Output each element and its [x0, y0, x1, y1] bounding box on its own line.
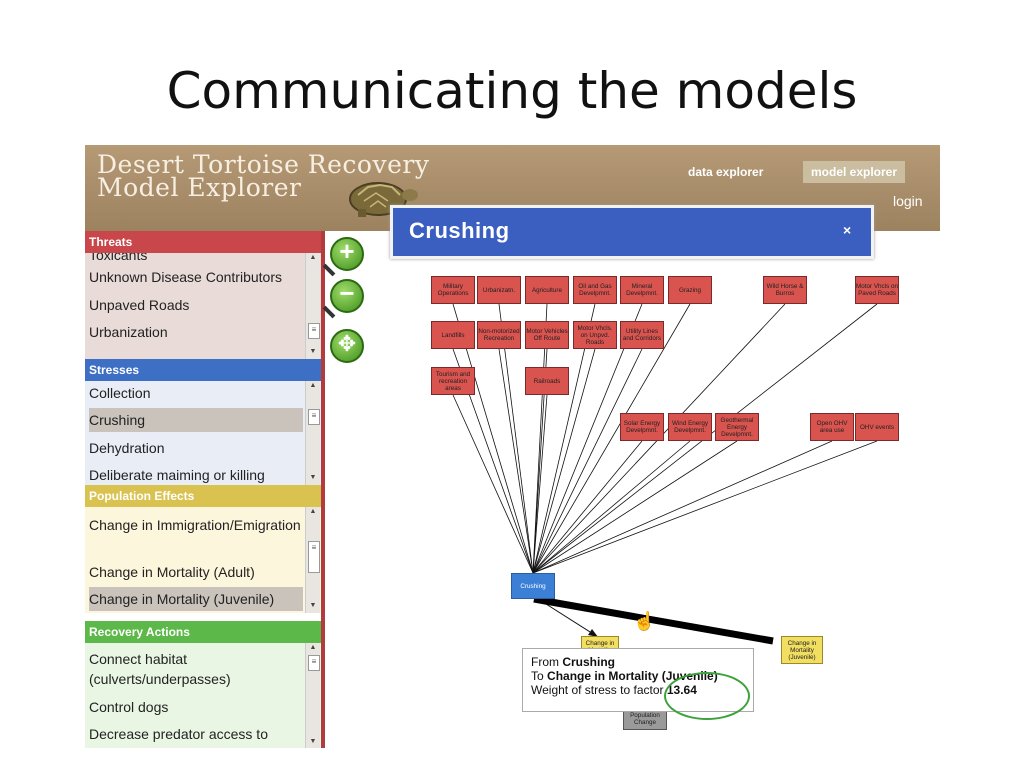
- threat-node[interactable]: Geothermal Energy Develpmnt.: [715, 413, 759, 441]
- list-item[interactable]: Control dogs: [89, 699, 169, 715]
- sidebar: Threats Toxicants Unknown Disease Contri…: [85, 231, 325, 748]
- recovery-actions-list: Connect habitat (culverts/underpasses) C…: [85, 643, 321, 748]
- population-effects-header[interactable]: Population Effects: [85, 485, 321, 507]
- scroll-down-icon[interactable]: ▼: [309, 738, 317, 745]
- threats-scrollbar[interactable]: ▲ ≡ ▼: [305, 253, 320, 359]
- list-item[interactable]: Deliberate maiming or killing: [89, 467, 265, 483]
- stress-node[interactable]: Crushing: [511, 573, 555, 599]
- app-title-line1: Desert Tortoise Recovery: [97, 150, 430, 179]
- zoom-in-icon[interactable]: [330, 236, 364, 271]
- stresses-scrollbar[interactable]: ▲ ≡ ▼: [305, 381, 320, 485]
- edge-line: [532, 348, 596, 574]
- edge-line: [532, 440, 643, 574]
- threat-node[interactable]: Solar Energy Develpmnt.: [620, 413, 664, 441]
- edge-line: [452, 394, 534, 574]
- model-explorer-app: Desert Tortoise Recovery Model Explorer …: [85, 145, 940, 748]
- highlight-circle: [664, 672, 750, 720]
- threat-node[interactable]: Military Operations: [431, 276, 475, 304]
- scroll-up-icon[interactable]: ▲: [309, 382, 317, 389]
- threat-node[interactable]: Agriculture: [525, 276, 569, 304]
- app-title-line2: Model Explorer: [97, 173, 302, 202]
- threats-header[interactable]: Threats: [85, 231, 321, 253]
- threat-node[interactable]: Wild Horse & Burros: [763, 276, 807, 304]
- edge-line: [532, 348, 643, 574]
- threats-list: Toxicants Unknown Disease Contributors U…: [85, 253, 321, 359]
- slide-title: Communicating the models: [166, 62, 858, 120]
- scroll-up-icon[interactable]: ▲: [309, 508, 317, 515]
- app-title: Desert Tortoise Recovery Model Explorer: [97, 150, 430, 202]
- edge-line: [532, 440, 878, 574]
- population-effects-list: Change in Immigration/Emigration Change …: [85, 507, 321, 613]
- close-icon[interactable]: ×: [843, 222, 852, 238]
- nav-data-explorer[interactable]: data explorer: [688, 165, 764, 179]
- threat-node[interactable]: Utility Lines and Corridors: [620, 321, 664, 349]
- stresses-list: Collection Crushing Dehydration Delibera…: [85, 381, 321, 485]
- scroll-thumb[interactable]: ≡: [308, 655, 320, 671]
- threat-node[interactable]: Landfills: [431, 321, 475, 349]
- scroll-down-icon[interactable]: ▼: [309, 602, 317, 609]
- recovery-actions-scrollbar[interactable]: ▲ ≡ ▼: [305, 643, 320, 748]
- edge-line: [532, 394, 548, 574]
- scroll-up-icon[interactable]: ▲: [309, 254, 317, 261]
- edge-arrow-icon: [588, 629, 598, 637]
- scroll-up-icon[interactable]: ▲: [309, 644, 317, 651]
- threat-node[interactable]: Railroads: [525, 367, 569, 395]
- edge-crushing-juvenile-highlight: [533, 595, 774, 645]
- threat-node[interactable]: Urbanizatn.: [477, 276, 521, 304]
- threat-node[interactable]: Non-motorized Recreation: [477, 321, 521, 349]
- list-item[interactable]: Decrease predator access to: [89, 726, 268, 742]
- zoom-out-icon[interactable]: [330, 278, 364, 313]
- recovery-actions-header[interactable]: Recovery Actions: [85, 621, 321, 643]
- fit-to-screen-icon[interactable]: [330, 329, 364, 363]
- threat-node[interactable]: Motor Vhcls on Paved Roads: [855, 276, 899, 304]
- list-item[interactable]: Change in Immigration/Emigration: [89, 517, 301, 533]
- edge-line: [498, 348, 534, 574]
- threat-node[interactable]: Oil and Gas Develpmnt.: [573, 276, 617, 304]
- threat-node[interactable]: Wind Energy Develpmnt.: [668, 413, 712, 441]
- threat-node[interactable]: Tourism and recreation areas: [431, 367, 475, 395]
- scroll-down-icon[interactable]: ▼: [309, 348, 317, 355]
- threat-node[interactable]: Motor Vhcls. on Unpvd. Roads: [573, 321, 617, 349]
- scroll-thumb[interactable]: ≡: [308, 323, 320, 339]
- node-dialog: Crushing ×: [390, 205, 874, 259]
- dialog-title: Crushing: [409, 218, 510, 243]
- effect-node[interactable]: Change in Mortality (Juvenile): [781, 636, 823, 664]
- stresses-header[interactable]: Stresses: [85, 359, 321, 381]
- scroll-thumb[interactable]: ≡: [308, 409, 320, 425]
- list-item[interactable]: Toxicants: [89, 253, 148, 263]
- threat-node[interactable]: OHV events: [855, 413, 899, 441]
- login-link[interactable]: login: [893, 193, 923, 209]
- edge-line: [532, 440, 833, 574]
- list-item[interactable]: Unpaved Roads: [89, 297, 190, 313]
- list-item[interactable]: Unknown Disease Contributors: [89, 269, 282, 285]
- list-item[interactable]: Connect habitat (culverts/underpasses): [89, 651, 231, 687]
- edge-line: [532, 440, 691, 574]
- threat-node[interactable]: Motor Vehicles Off Route: [525, 321, 569, 349]
- threat-node[interactable]: Open OHV area use: [810, 413, 854, 441]
- list-item-selected[interactable]: Change in Mortality (Juvenile): [89, 587, 303, 611]
- population-effects-scrollbar[interactable]: ▲ ≡ ▼: [305, 507, 320, 613]
- list-item[interactable]: Dehydration: [89, 440, 165, 456]
- scroll-thumb[interactable]: ≡: [308, 541, 320, 573]
- list-item[interactable]: Collection: [89, 385, 151, 401]
- edge-line: [532, 440, 738, 574]
- list-item-selected[interactable]: Crushing: [89, 408, 303, 432]
- list-item[interactable]: Urbanization: [89, 324, 168, 340]
- hand-cursor-icon: ☝: [633, 611, 656, 631]
- list-item[interactable]: Change in Mortality (Adult): [89, 564, 255, 580]
- scroll-down-icon[interactable]: ▼: [309, 474, 317, 481]
- threat-node[interactable]: Mineral Develpmnt.: [620, 276, 664, 304]
- nav-model-explorer[interactable]: model explorer: [803, 161, 906, 183]
- threat-node[interactable]: Grazing: [668, 276, 712, 304]
- tortoise-logo-icon: [349, 182, 418, 217]
